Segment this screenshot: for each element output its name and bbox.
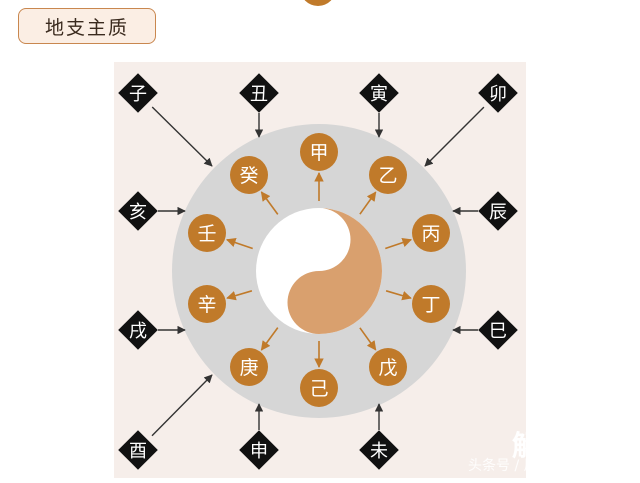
- branch-diamond: [118, 191, 158, 231]
- branch-node: 戌: [118, 310, 158, 350]
- branch-label: 子: [129, 84, 147, 105]
- branch-label: 未: [370, 441, 388, 462]
- stem-arrow: [260, 191, 279, 215]
- branch-label: 丑: [250, 84, 268, 105]
- stem-circle: [300, 369, 338, 407]
- stem-circle: [230, 156, 268, 194]
- branch-label: 辰: [489, 202, 507, 223]
- branch-diamond: [239, 430, 279, 470]
- top-orb-decoration: [300, 0, 336, 6]
- stem-circle: [369, 348, 407, 386]
- branch-diamond: [478, 191, 518, 231]
- branch-node: 酉: [118, 430, 158, 470]
- stem-label: 壬: [197, 223, 216, 245]
- stem-node: 乙: [369, 156, 407, 194]
- branch-label: 酉: [129, 441, 147, 462]
- stem-arrow: [385, 290, 412, 301]
- stem-node: 丙: [412, 214, 450, 252]
- branch-diamond: [478, 310, 518, 350]
- stem-label: 己: [309, 378, 328, 400]
- branch-arrow: [424, 106, 485, 167]
- stem-node: 戊: [369, 348, 407, 386]
- stem-node: 丁: [412, 285, 450, 323]
- stem-arrow: [225, 237, 253, 250]
- stem-arrow: [359, 327, 377, 351]
- stem-circle: [412, 214, 450, 252]
- stem-arrow: [226, 290, 253, 301]
- stem-node: 癸: [230, 156, 268, 194]
- branch-diamond: [359, 430, 399, 470]
- stem-arrows: [225, 172, 413, 368]
- stem-arrow: [385, 237, 413, 250]
- stem-node: 甲: [300, 133, 338, 171]
- stem-label: 癸: [239, 165, 258, 187]
- stem-label: 丁: [421, 294, 440, 316]
- stem-node: 辛: [188, 285, 226, 323]
- stem-circle: [188, 285, 226, 323]
- stem-label: 丙: [421, 223, 440, 245]
- stem-circle: [300, 133, 338, 171]
- branch-node: 未: [359, 430, 399, 470]
- stem-circle: [369, 156, 407, 194]
- branch-label: 戌: [129, 321, 147, 342]
- branch-arrow: [151, 374, 213, 437]
- stem-node: 己: [300, 369, 338, 407]
- yin-yang-symbol: [256, 208, 382, 335]
- stem-arrow: [359, 191, 377, 215]
- branch-label: 卯: [489, 84, 507, 105]
- branch-node: 辰: [478, 191, 518, 231]
- branch-node: 巳: [478, 310, 518, 350]
- branch-node: 申: [239, 430, 279, 470]
- stem-label: 甲: [309, 142, 328, 164]
- branch-node: 子: [118, 73, 158, 113]
- branch-label: 寅: [370, 84, 388, 105]
- stem-label: 乙: [378, 165, 397, 187]
- stem-circle: [188, 214, 226, 252]
- stem-node: 壬: [188, 214, 226, 252]
- branch-arrow: [151, 106, 213, 167]
- branch-arrows: [151, 106, 485, 437]
- branch-label: 申: [250, 441, 268, 462]
- stem-arrow: [260, 327, 279, 351]
- branch-diamond: [118, 73, 158, 113]
- stem-circle: [230, 348, 268, 386]
- stem-circle: [412, 285, 450, 323]
- stem-node: 庚: [230, 348, 268, 386]
- branch-label: 巳: [489, 321, 507, 342]
- watermark-text: 头条号 / 周易微学堂: [468, 458, 594, 474]
- branch-node: 亥: [118, 191, 158, 231]
- section-title: 地支主质: [18, 8, 156, 44]
- stem-label: 戊: [378, 357, 397, 379]
- branch-label: 亥: [129, 202, 147, 223]
- watermark-logo: 解梦佬: [512, 429, 600, 462]
- stem-label: 庚: [239, 357, 258, 379]
- stem-label: 辛: [197, 294, 216, 316]
